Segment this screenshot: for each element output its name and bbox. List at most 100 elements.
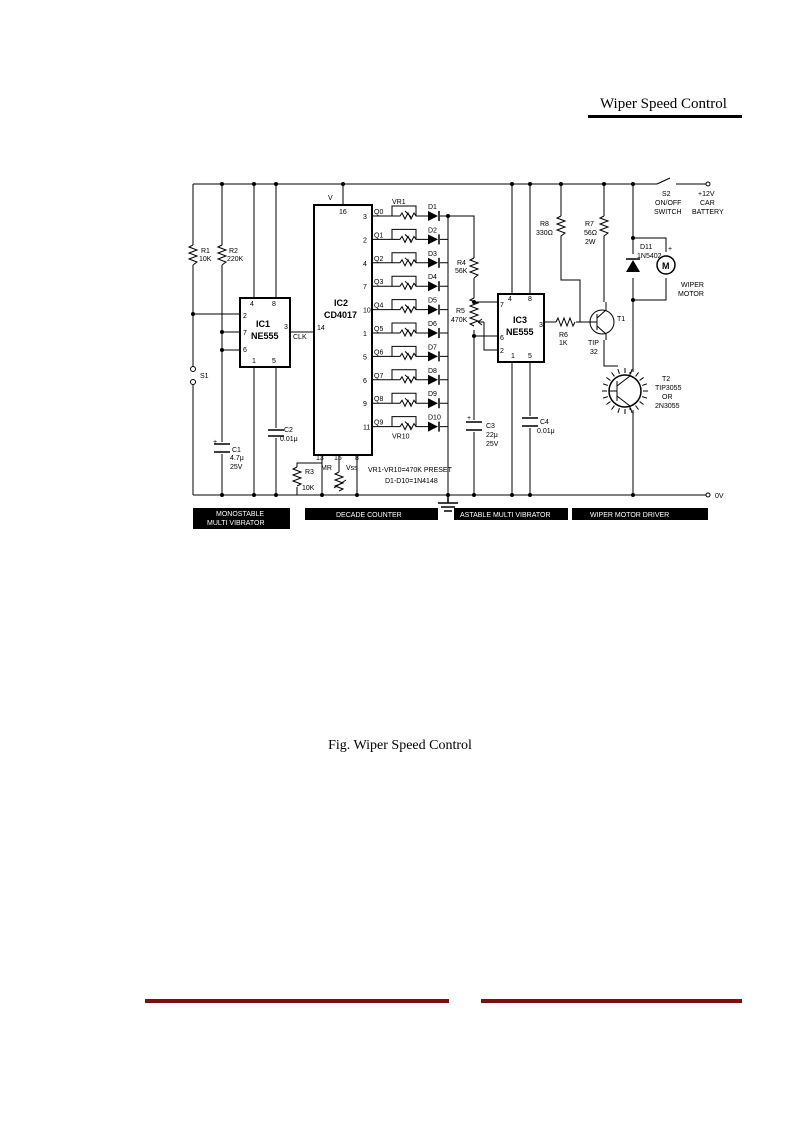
- glow-ray: [611, 405, 615, 410]
- output-label: D4: [428, 274, 437, 281]
- output-label: Q8: [374, 396, 383, 403]
- svg-text:S2: S2: [662, 191, 671, 198]
- svg-text:MULTI VIBRATOR: MULTI VIBRATOR: [207, 520, 265, 527]
- diode-5: [428, 304, 438, 315]
- svg-text:MONOSTABLE: MONOSTABLE: [216, 511, 264, 518]
- section-band-monostable: [193, 508, 290, 529]
- d11-diode: [626, 258, 640, 272]
- svg-text:6: 6: [500, 335, 504, 342]
- ic1-box: [239, 297, 291, 368]
- output-label: 3: [363, 214, 367, 221]
- svg-text:C3: C3: [486, 423, 495, 430]
- output-label: 10: [363, 308, 371, 315]
- r4-resistor: [468, 257, 480, 279]
- svg-text:16: 16: [339, 209, 347, 216]
- svg-text:13: 13: [316, 455, 324, 462]
- svg-text:10K: 10K: [302, 485, 315, 492]
- output-label: 5: [363, 354, 367, 361]
- r7-resistor: [598, 215, 610, 239]
- ic3-part: NE555: [506, 327, 534, 337]
- output-label: Q0: [374, 209, 383, 216]
- figure-caption: Fig. Wiper Speed Control: [328, 738, 472, 753]
- output-label: D10: [428, 415, 441, 422]
- footer-rule-left: [145, 999, 449, 1003]
- glow-ray: [617, 407, 620, 414]
- svg-text:2W: 2W: [585, 239, 596, 246]
- svg-text:7: 7: [500, 302, 504, 309]
- glow-ray: [602, 396, 609, 399]
- svg-text:4.7μ: 4.7μ: [230, 455, 244, 462]
- svg-text:MOTOR: MOTOR: [678, 291, 704, 298]
- output-row-wiring: [372, 392, 448, 408]
- ground-terminal: [705, 492, 711, 498]
- svg-text:14: 14: [317, 325, 325, 332]
- svg-text:ON/OFF: ON/OFF: [655, 200, 681, 207]
- r3-preset: [333, 471, 345, 492]
- svg-text:56Ω: 56Ω: [584, 230, 597, 237]
- glow-ray: [635, 405, 639, 410]
- glow-ray: [617, 368, 620, 375]
- svg-text:T1: T1: [617, 316, 625, 323]
- diode-1: [428, 211, 438, 221]
- svg-text:5: 5: [272, 358, 276, 365]
- svg-text:R6: R6: [559, 332, 568, 339]
- svg-text:Vss: Vss: [346, 465, 358, 472]
- output-label: D7: [428, 344, 437, 351]
- svg-text:1N5402: 1N5402: [637, 253, 662, 260]
- r1-resistor: [187, 244, 199, 266]
- svg-text:TIP: TIP: [588, 340, 599, 347]
- svg-text:MR: MR: [321, 465, 332, 472]
- svg-text:5: 5: [528, 353, 532, 360]
- ic3-box: [497, 293, 545, 363]
- section-band-driver: [572, 508, 708, 520]
- svg-text:+: +: [467, 415, 471, 422]
- output-label: 9: [363, 401, 367, 408]
- diode-8: [428, 374, 438, 385]
- svg-text:0.01μ: 0.01μ: [280, 436, 298, 443]
- output-label: Q7: [374, 373, 383, 380]
- svg-text:BATTERY: BATTERY: [692, 209, 724, 216]
- svg-text:330Ω: 330Ω: [536, 230, 553, 237]
- s1-contact-bottom: [190, 379, 196, 385]
- ic3-name: IC3: [513, 315, 527, 325]
- svg-text:7: 7: [243, 330, 247, 337]
- t2-glow-rays: [602, 368, 648, 414]
- svg-text:R3: R3: [305, 469, 314, 476]
- output-row-wiring: [372, 275, 448, 291]
- diode-7: [428, 351, 438, 362]
- svg-text:25V: 25V: [230, 464, 243, 471]
- output-label: 7: [363, 284, 367, 291]
- svg-text:0.01μ: 0.01μ: [537, 428, 555, 435]
- output-label: Q2: [374, 256, 383, 263]
- section-band-counter: [305, 508, 438, 520]
- svg-text:C4: C4: [540, 419, 549, 426]
- c1-capacitor: [214, 443, 230, 453]
- glow-ray: [639, 401, 644, 405]
- motor-m: M: [662, 261, 670, 271]
- svg-text:V: V: [328, 195, 333, 202]
- svg-text:R4: R4: [457, 260, 466, 267]
- header-title: Wiper Speed Control: [600, 96, 727, 112]
- svg-text:ASTABLE MULTI VIBRATOR: ASTABLE MULTI VIBRATOR: [460, 512, 551, 519]
- svg-text:OR: OR: [662, 394, 673, 401]
- output-label: D1: [428, 204, 437, 211]
- svg-text:TIP3055: TIP3055: [655, 385, 682, 392]
- output-row-wiring: [372, 345, 448, 361]
- diode-6: [428, 328, 438, 338]
- header-rule: [588, 115, 742, 118]
- output-row-wiring: [372, 369, 448, 384]
- diode-3: [428, 257, 438, 268]
- svg-text:4: 4: [508, 296, 512, 303]
- svg-text:25V: 25V: [486, 441, 499, 448]
- output-row-wiring: [372, 322, 448, 338]
- output-row-wiring: [372, 205, 448, 221]
- output-row-wiring: [372, 299, 448, 314]
- output-label: 2: [363, 237, 367, 244]
- note-d: D1-D10=1N4148: [385, 478, 438, 485]
